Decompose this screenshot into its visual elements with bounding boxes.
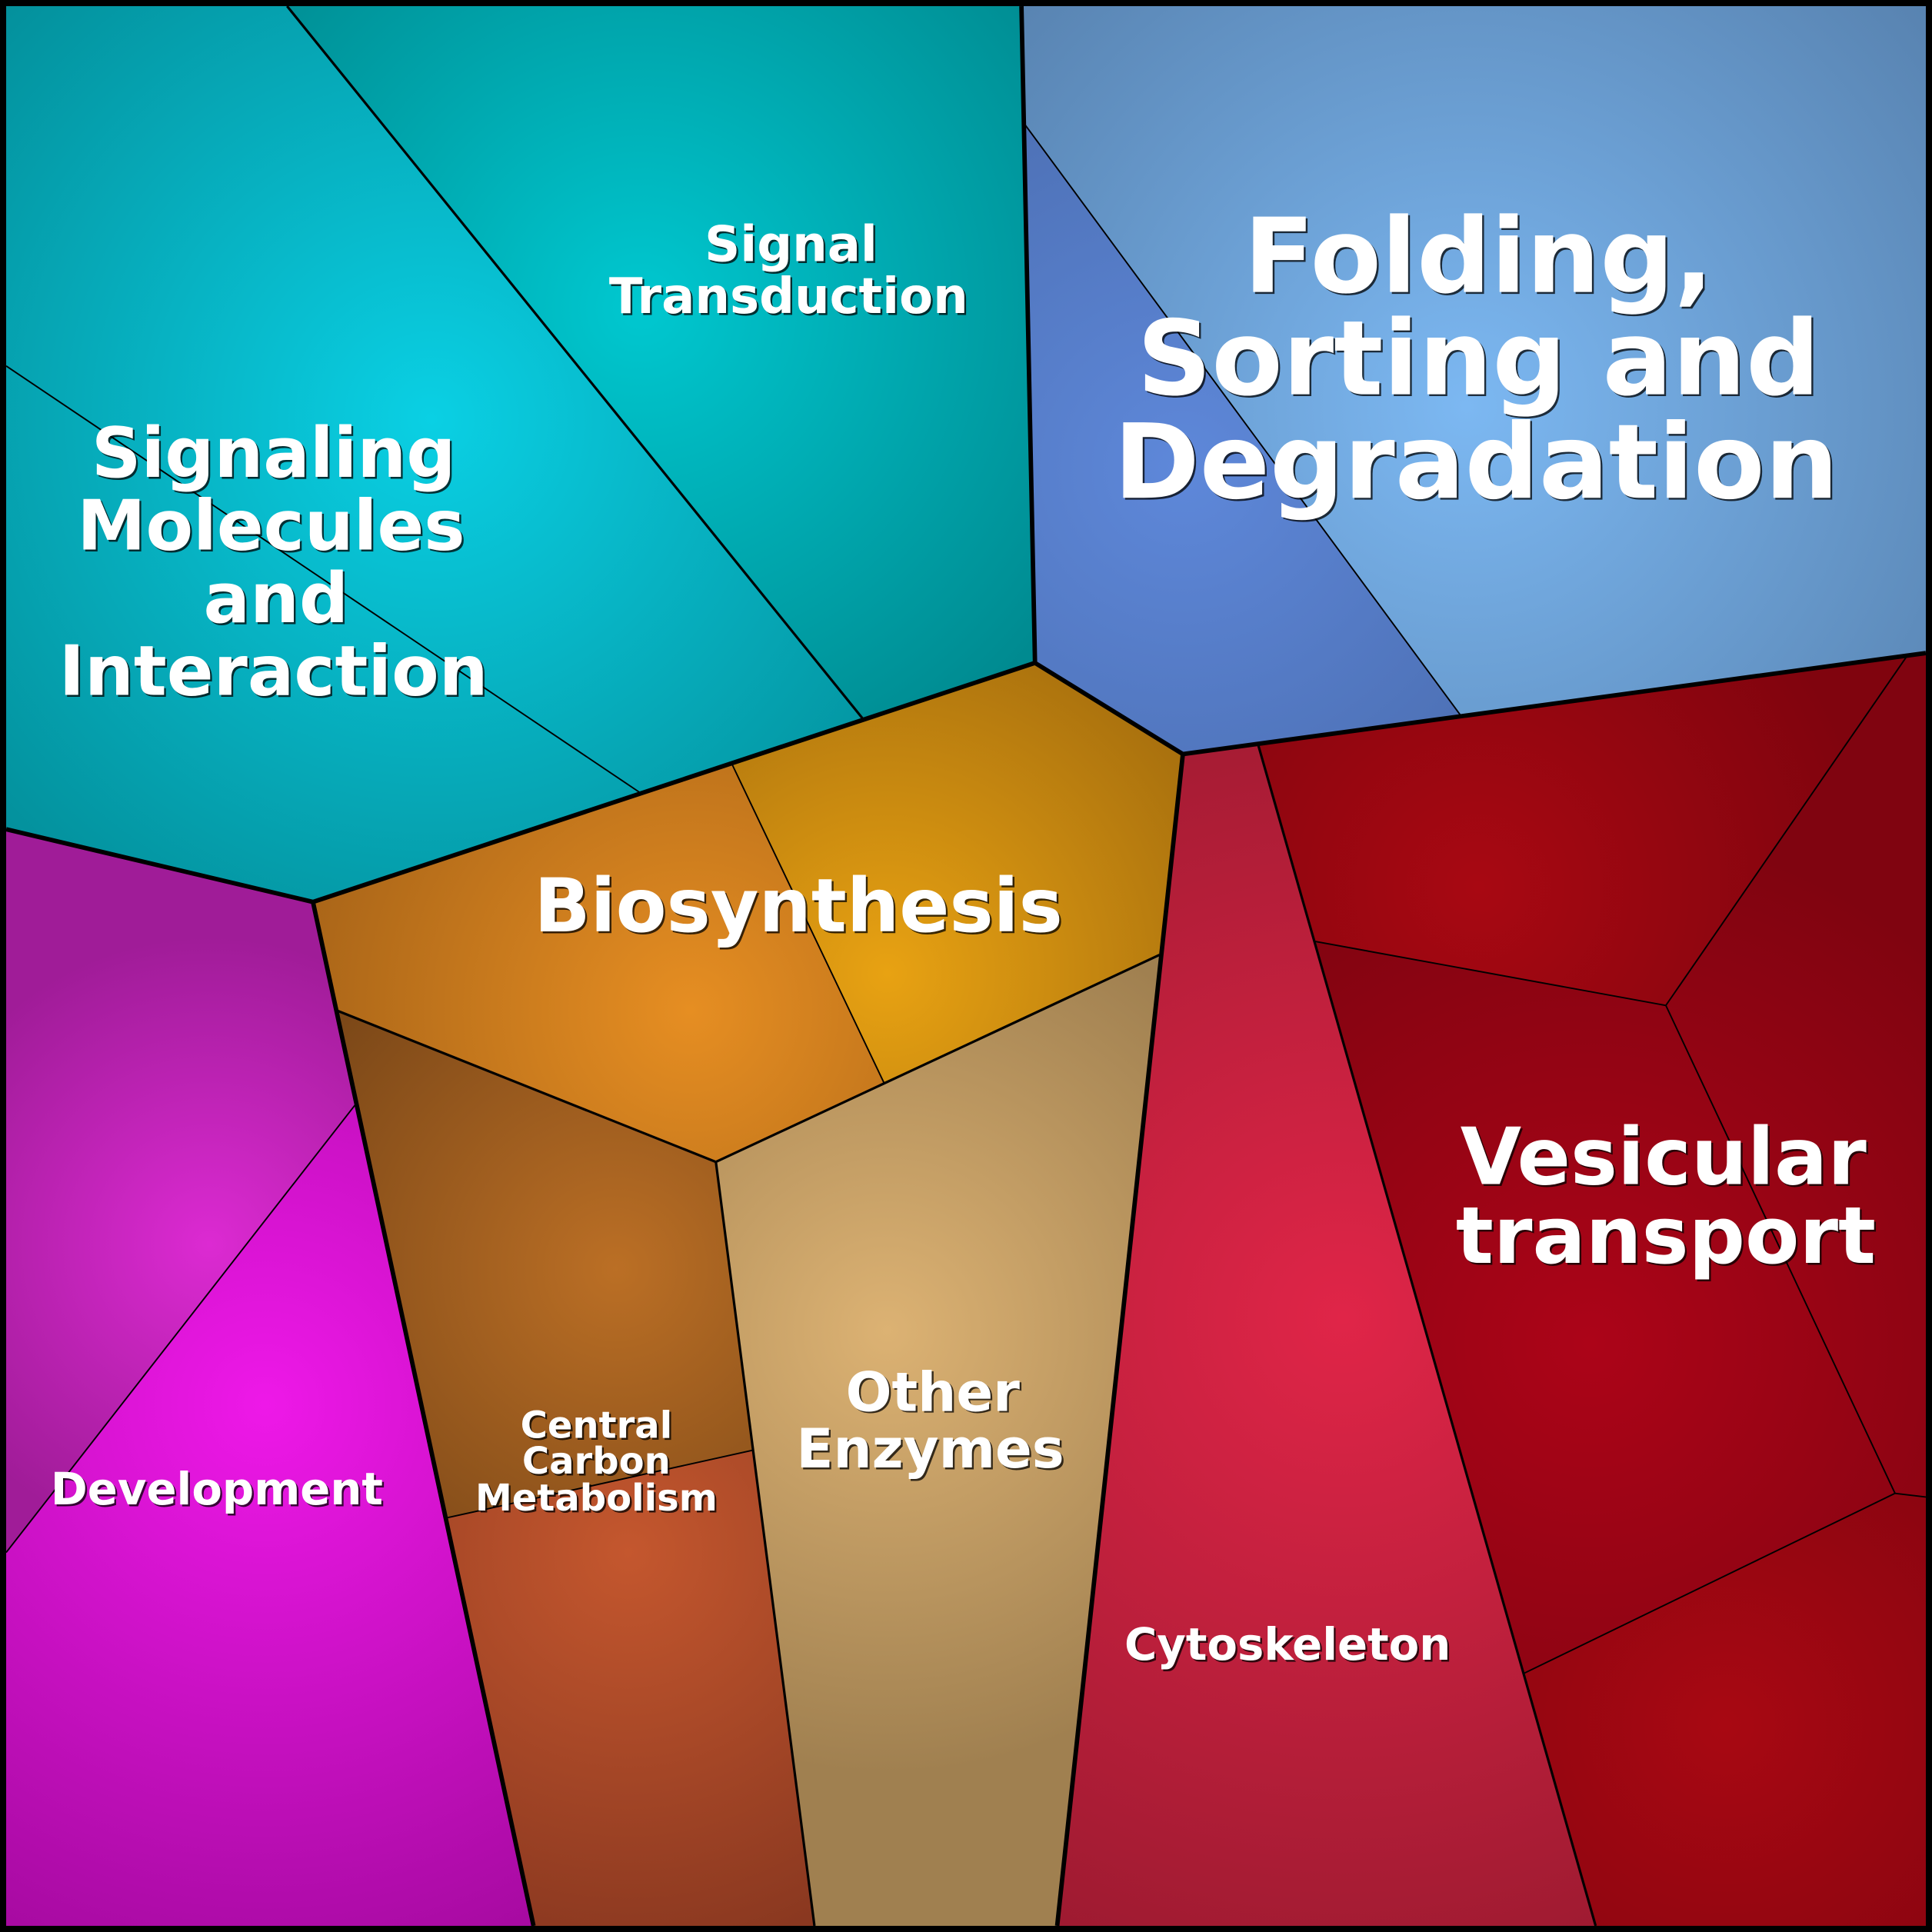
cell-development-subcell[interactable] <box>6 829 355 1553</box>
label-line: transport <box>1456 1191 1876 1282</box>
cell-other-enzymes[interactable] <box>715 954 1160 1926</box>
label-line: Degradation <box>1114 401 1838 522</box>
cell-vesicular-subcell-right[interactable] <box>1665 653 1926 1497</box>
label-shadow: Vesicular <box>1462 1114 1868 1205</box>
label-shadow: Signal <box>707 218 880 275</box>
cell-folding-sorting-degradation[interactable] <box>1021 6 1926 715</box>
cell-biosynthesis-subcell[interactable] <box>731 662 1183 1084</box>
label-shadow: Enzymes <box>798 1419 1066 1482</box>
cell-biosynthesis[interactable] <box>312 764 885 1162</box>
label-line: Sorting and <box>1137 298 1820 419</box>
label-line: Biosynthesis <box>534 863 1062 949</box>
cell-cytoskeleton[interactable] <box>1057 744 1596 1926</box>
label-shadow: Central <box>522 1406 675 1449</box>
cell-development[interactable] <box>6 1105 534 1926</box>
label-shadow: Signaling <box>93 415 458 495</box>
cell-vesicular-subcell-bottom[interactable] <box>1524 1493 1926 1926</box>
label-line: Folding, <box>1244 196 1714 317</box>
label-line: Metabolism <box>475 1477 718 1520</box>
label-line: Other <box>846 1361 1021 1424</box>
label-shadow: transport <box>1457 1192 1877 1284</box>
label-line: Molecules <box>77 487 465 567</box>
cell-central-carbon-metabolism[interactable] <box>336 1010 753 1518</box>
cell-central-carbon-subcell[interactable] <box>445 1450 814 1926</box>
cell-signaling-molecules[interactable] <box>6 6 863 902</box>
cell-folding-subcell[interactable] <box>1024 123 1461 754</box>
label-line: Cytoskeleton <box>1124 1618 1451 1671</box>
label-line: Carbon <box>522 1440 671 1483</box>
label-line: Development <box>51 1463 383 1515</box>
label-shadow: Cytoskeleton <box>1126 1620 1452 1672</box>
label-line: and <box>204 559 349 639</box>
label-shadow: Degradation <box>1116 404 1840 525</box>
label-line: Central <box>521 1404 673 1447</box>
label-shadow: Interaction <box>61 634 490 714</box>
label-line: Signal <box>705 217 878 274</box>
cell-vesicular-subcell-top[interactable] <box>1257 655 1907 1006</box>
cell-vesicular-transport[interactable] <box>1314 941 1895 1674</box>
label-line: Signaling <box>92 414 456 494</box>
inner-borders <box>5 5 1927 1927</box>
label-shadow: Folding, <box>1245 198 1715 318</box>
label-shadow: Metabolism <box>477 1479 719 1522</box>
label-shadow: Carbon <box>524 1441 672 1484</box>
label-shadow: Transduction <box>611 270 970 327</box>
cell-signal-transduction[interactable] <box>287 6 1035 718</box>
label-shadow: and <box>205 561 351 641</box>
label-line: Interaction <box>59 632 488 712</box>
label-shadow: Development <box>52 1464 385 1517</box>
label-line: Transduction <box>609 268 968 325</box>
label-line: Vesicular <box>1461 1112 1867 1204</box>
label-shadow: Molecules <box>79 488 468 568</box>
label-shadow: Other <box>848 1363 1022 1426</box>
label-shadow: Sorting and <box>1139 300 1822 421</box>
label-shadow: Biosynthesis <box>536 865 1064 951</box>
label-line: Enzymes <box>796 1417 1064 1481</box>
